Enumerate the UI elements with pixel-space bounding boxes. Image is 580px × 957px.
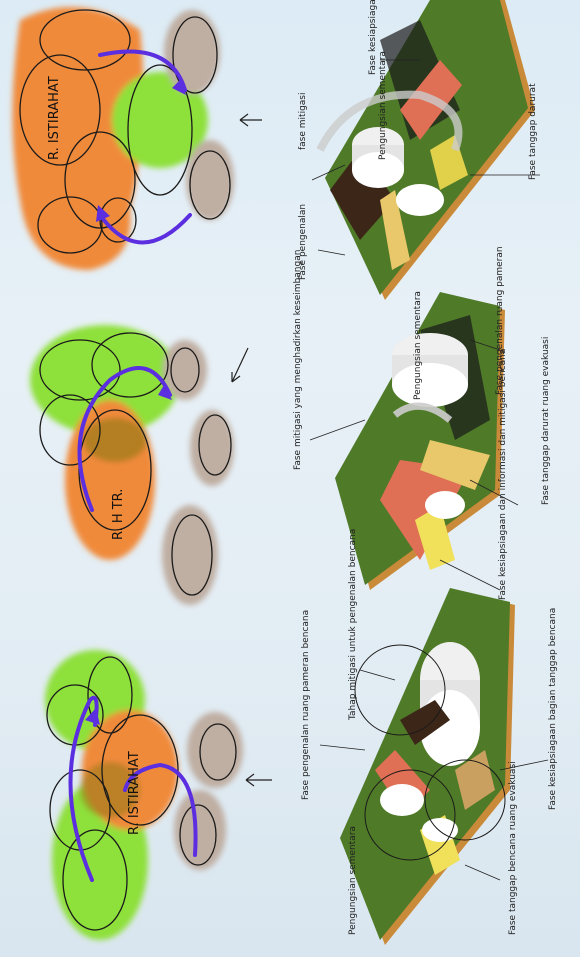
bubble-diagram-bottom: R. ISTIRAHAT [45,650,272,940]
note-fase-mitigasi-middle: Fase mitigasi yang menghadirkan keseimba… [293,250,303,470]
bubble-diagram-middle: R. H TR. [30,325,248,605]
note-fase-tanggap-middle: Fase tanggap darurat ruang evakuasi [541,337,551,505]
note-fase-tanggap-top: Fase tanggap darurat [528,83,538,180]
note-pengungsian-sementara-top: Pengungsian sementara [378,51,388,160]
bubble-label-bottom: R. ISTIRAHAT [127,751,142,835]
iso-board-bottom [340,588,515,945]
bubble-label-middle: R. H TR. [111,489,126,540]
note-fase-kesiapsiagaan-bottom: Fase kesiapsiagaan bagian tanggap bencan… [548,608,558,810]
note-pengungsian-sementara-middle: Pengungsian sementara [413,291,423,400]
note-fase-pengenalan-bottom: Fase pengenalan ruang pameran bencana [301,610,311,800]
note-pengungsian-sementara-bottom: Pengungsian sementara [348,826,358,935]
note-fase-tanggap-bottom: Fase tanggap bencana ruang evakuasi [508,761,518,935]
note-fase-kesiapsiagaan-middle: Fase kesiapsiagaan dan informasi dan mit… [498,349,508,600]
bubble-label-top: R. ISTIRAHAT [47,76,62,160]
note-fase-mitigasi-top: fase mitigasi [298,93,308,151]
note-tahap-mitigasi-bottom: Tahap mitigasi untuk pengenalan bencana [348,529,358,721]
note-fase-kesiapsiagaan-top: Fase kesiapsiagaan [368,0,378,75]
bubble-diagram-top: R. ISTIRAHAT [13,7,263,270]
